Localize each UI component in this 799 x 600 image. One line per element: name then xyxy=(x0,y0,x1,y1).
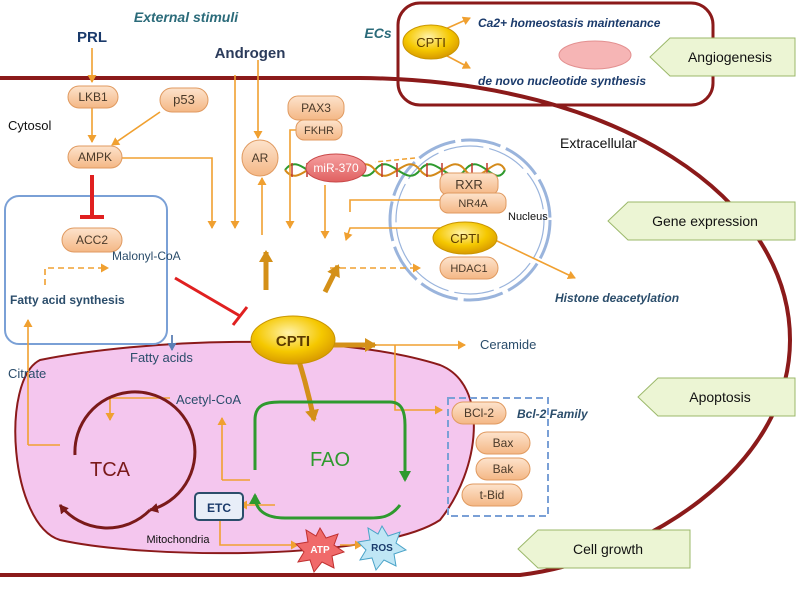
ros-burst-icon xyxy=(356,524,408,572)
outcome-angiogenesis-shape xyxy=(649,37,796,77)
acc2-label: ACC2 xyxy=(76,233,108,247)
outcome-cell-growth-shape xyxy=(517,529,691,569)
node-bcl2 xyxy=(451,401,507,425)
dna-to-mir-link xyxy=(374,157,416,163)
inhibition-marks xyxy=(80,175,249,326)
etc-label: ETC xyxy=(207,501,231,515)
fao-label: FAO xyxy=(310,449,350,471)
cell-growth-label: Cell growth xyxy=(573,541,643,557)
citrate-label: Citrate xyxy=(8,366,46,381)
nucleotide-synthesis-label: de novo nucleotide synthesis xyxy=(478,74,646,88)
node-lkb1 xyxy=(67,85,119,109)
lkb1-label: LKB1 xyxy=(78,90,108,104)
androgen-label: Androgen xyxy=(215,45,286,62)
node-nr4a xyxy=(439,192,507,214)
node-hdac1 xyxy=(439,256,499,280)
ar-label: AR xyxy=(252,151,269,165)
external-stimuli-label: External stimuli xyxy=(134,9,239,25)
node-ar xyxy=(241,139,279,177)
node-mir370 xyxy=(305,153,367,183)
node-ec-oval xyxy=(558,40,632,70)
outcome-apoptosis-shape xyxy=(637,377,796,417)
ceramide-label: Ceramide xyxy=(480,337,536,352)
ros-label: ROS xyxy=(371,543,393,554)
node-tbid xyxy=(461,483,523,507)
prl-label: PRL xyxy=(77,29,107,46)
tbid-label: t-Bid xyxy=(480,488,505,502)
ca-homeostasis-label: Ca2+ homeostasis maintenance xyxy=(478,16,661,30)
p53-label: p53 xyxy=(173,92,195,107)
bax-label: Bax xyxy=(493,436,514,450)
nr4a-label: NR4A xyxy=(458,198,488,210)
fao-cycle xyxy=(249,400,411,520)
node-p53 xyxy=(159,87,209,113)
fkhr-label: FKHR xyxy=(304,125,334,137)
ecs-label: ECs xyxy=(364,25,391,41)
node-cpti-main xyxy=(250,315,336,365)
pax3-label: PAX3 xyxy=(301,101,331,115)
fatty-acid-synthesis-box xyxy=(4,195,168,345)
node-etc xyxy=(194,492,244,521)
tca-label: TCA xyxy=(90,459,131,481)
atp-burst-icon xyxy=(294,526,346,574)
histone-deacetylation-text: Histone deacetylation xyxy=(555,291,679,305)
mitochondria-label: Mitochondria xyxy=(147,534,211,546)
atp-label: ATP xyxy=(310,545,330,556)
fatty-acids-label: Fatty acids xyxy=(130,350,193,365)
ampk-label: AMPK xyxy=(78,150,112,164)
histone-deacetylation-label: Histone deacetylation xyxy=(555,291,679,305)
angiogenesis-label: Angiogenesis xyxy=(688,49,772,65)
node-bak xyxy=(475,457,531,481)
acetyl-coa-label: Acetyl-CoA xyxy=(176,392,241,407)
node-ampk xyxy=(67,145,123,169)
cpti-nucleus-label: CPTI xyxy=(450,231,480,246)
rxr-label: RXR xyxy=(455,177,482,192)
cpti-main-label: CPTI xyxy=(276,333,310,350)
cpti-ec-label: CPTI xyxy=(416,35,446,50)
node-fkhr xyxy=(295,119,343,141)
hdac1-label: HDAC1 xyxy=(450,263,487,275)
bcl2-family-label: Bcl-2 Family xyxy=(517,407,589,421)
malonyl-coa-label: Malonyl-CoA xyxy=(112,249,181,263)
cytosol-label: Cytosol xyxy=(8,118,51,133)
node-cpti-nucleus xyxy=(432,221,498,255)
extracellular-label: Extracellular xyxy=(560,135,637,151)
gene-expression-label: Gene expression xyxy=(652,213,758,229)
bcl2-family-box xyxy=(447,397,549,517)
nucleus-envelope xyxy=(388,138,552,302)
tca-cycle xyxy=(58,390,197,530)
bcl2-label: BCl-2 xyxy=(464,406,494,420)
nucleus-label: Nucleus xyxy=(508,211,548,223)
fatty-acid-synthesis-label: Fatty acid synthesis xyxy=(10,293,125,307)
outcome-gene-expression-shape xyxy=(607,201,796,241)
node-cpti-ec xyxy=(402,24,460,60)
node-bax xyxy=(475,431,531,455)
apoptosis-label: Apoptosis xyxy=(689,389,750,405)
nucleus-envelope-inner xyxy=(395,145,545,295)
node-acc2 xyxy=(61,227,123,253)
bak-label: Bak xyxy=(493,462,515,476)
mir370-label: miR-370 xyxy=(313,161,359,175)
